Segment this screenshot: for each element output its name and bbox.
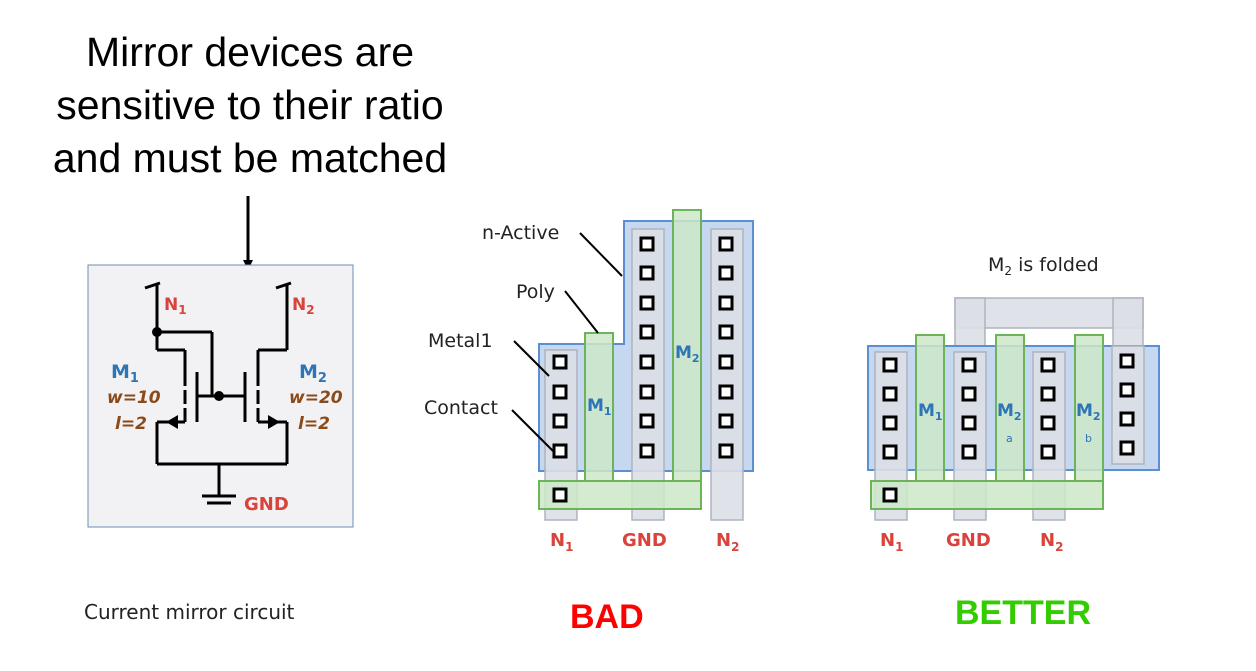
better-verdict: BETTER <box>955 594 1091 632</box>
better-m2a-label: M2 <box>997 401 1022 423</box>
better-metal-bridge-left <box>954 297 986 349</box>
schematic-m2-label: M2 <box>299 361 327 386</box>
schematic-m1-length: l=2 <box>115 414 147 434</box>
heading-line-2: sensitive to their ratio <box>56 82 444 128</box>
schematic-caption: Current mirror circuit <box>84 600 295 624</box>
bad-n2-label: N2 <box>716 530 739 554</box>
better-poly-gate-bus <box>870 480 1104 510</box>
metal1-callout: Metal1 <box>428 330 493 352</box>
better-metal-bridge-right <box>1112 297 1144 349</box>
better-layout: M1 M2 a M2 b M2 is folded N1 GND N2 <box>867 254 1160 554</box>
better-m2a-suffix: a <box>1006 432 1013 445</box>
bad-poly-m1 <box>584 332 614 482</box>
schematic-m1-width: w=10 <box>107 388 161 408</box>
better-m2b-suffix: b <box>1085 432 1092 445</box>
bad-poly-m2 <box>672 209 702 482</box>
bad-n1-label: N1 <box>550 530 573 554</box>
heading-line-1: Mirror devices are <box>85 29 415 75</box>
folded-note: M2 is folded <box>988 254 1099 278</box>
poly-callout: Poly <box>516 281 555 303</box>
heading: Mirror devices are sensitive to their ra… <box>0 26 500 185</box>
better-poly-m1 <box>915 334 945 482</box>
better-gnd-label: GND <box>946 530 991 551</box>
better-n2-label: N2 <box>1040 530 1063 554</box>
current-mirror-schematic: N1 N2 M1 w=10 l=2 M2 w=20 l=2 GND <box>87 264 354 528</box>
schematic-m1-label: M1 <box>111 361 139 386</box>
better-m2b-label: M2 <box>1076 401 1101 423</box>
bad-layout: M1 M2 N1 GND N2 n-Active Poly Metal1 Con… <box>424 209 754 554</box>
schematic-gnd-label: GND <box>244 494 289 515</box>
bad-m1-label: M1 <box>587 396 612 418</box>
better-m1-label: M1 <box>918 401 943 423</box>
bad-gnd-label: GND <box>622 530 667 551</box>
schematic-n1-label: N1 <box>164 295 187 317</box>
contact-callout: Contact <box>424 397 498 419</box>
bad-verdict: BAD <box>570 598 644 636</box>
schematic-n2-label: N2 <box>292 295 315 317</box>
bad-m2-label: M2 <box>675 343 700 365</box>
better-n1-label: N1 <box>880 530 903 554</box>
schematic-m2-width: w=20 <box>289 388 343 408</box>
better-metal-bridge <box>954 297 1144 329</box>
schematic-m2-length: l=2 <box>298 414 330 434</box>
heading-line-3: and must be matched <box>52 135 448 181</box>
n-active-callout: n-Active <box>482 222 559 244</box>
